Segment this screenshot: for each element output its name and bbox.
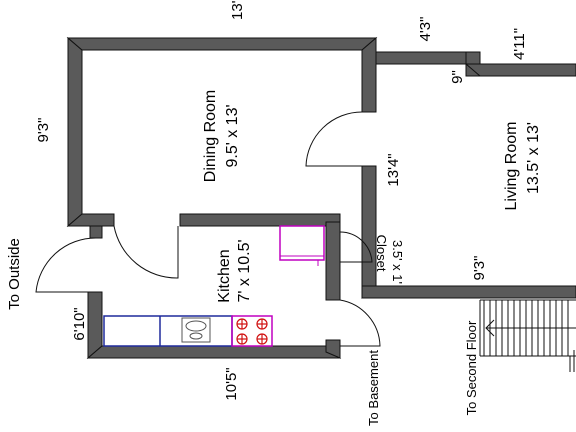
door-basement	[339, 299, 381, 347]
wall-post	[89, 225, 103, 239]
dim-kitchen-10-5: 10'5"	[223, 367, 240, 400]
dining-bottom-wall-right	[179, 213, 341, 227]
label-to-basement: To Basement	[366, 350, 381, 426]
stove-icon	[231, 315, 273, 347]
closet-left-wall	[325, 221, 341, 301]
closet-size: 3.5' x 1'	[390, 240, 405, 284]
dim-dining-9-3: 9'3"	[35, 118, 52, 143]
dining-room-size: 9.5' x 13'	[224, 104, 241, 167]
kitchen-fixtures	[103, 225, 325, 347]
dining-left-wall	[67, 36, 83, 228]
sink-icon	[181, 317, 211, 343]
stair-arrow-icon	[485, 319, 576, 337]
walls	[66, 36, 576, 360]
living-top-wall	[464, 63, 576, 77]
kitchen-bottom-wall-left	[86, 345, 342, 359]
dining-room-name: Dining Room	[202, 90, 219, 182]
door-outside	[35, 237, 97, 293]
kitchen-counter	[103, 315, 233, 347]
refrigerator-icon	[279, 225, 325, 261]
dim-living-4-11: 4'11"	[511, 28, 528, 60]
label-to-second-floor: To Second Floor	[464, 320, 479, 415]
dining-top-wall	[66, 37, 378, 51]
hall-top-wall	[375, 51, 469, 65]
stove-burners	[236, 318, 268, 345]
label-to-outside: To Outside	[6, 238, 23, 310]
door-closet	[339, 231, 373, 263]
stairs	[479, 299, 576, 372]
dim-wall-13-4: 13'4"	[385, 153, 402, 186]
kitchen-name: Kitchen	[216, 249, 233, 302]
dim-kitchen-6-10: 6'10"	[71, 307, 88, 340]
kitchen-right-wall-lower	[325, 339, 341, 359]
door-dining-kitchen	[113, 225, 179, 279]
dim-hall-4-3: 4'3"	[417, 17, 434, 42]
closet-name: Closet	[374, 235, 389, 272]
living-bottom-wall	[361, 285, 576, 299]
living-room-name: Living Room	[503, 122, 520, 211]
dim-top-13: 13'	[229, 0, 246, 20]
dining-right-wall-lower	[361, 165, 377, 299]
door-dining-living	[305, 111, 363, 167]
kitchen-size: 7' x 10.5'	[236, 239, 253, 302]
living-room-size: 13.5' x 13'	[525, 122, 542, 194]
dining-right-wall-upper	[361, 36, 377, 113]
dim-step-9: 9"	[449, 70, 466, 84]
dim-living-9-3: 9'3"	[471, 256, 488, 281]
doors	[35, 111, 381, 347]
